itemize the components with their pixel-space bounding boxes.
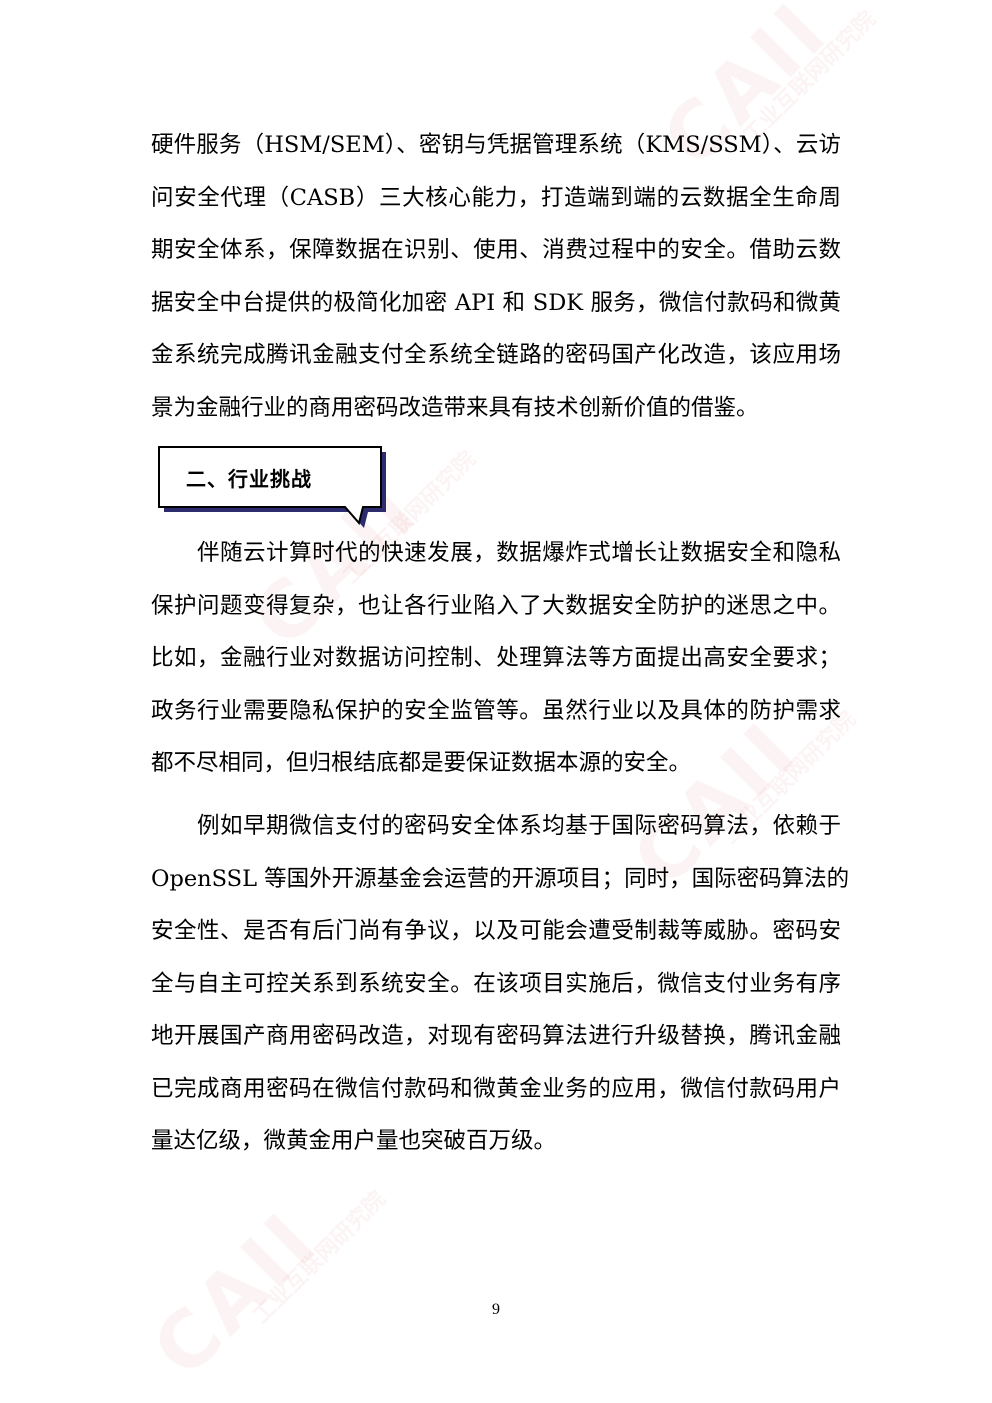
section-heading: 二、行业挑战 xyxy=(186,467,312,491)
text-line: 地开展国产商用密码改造，对现有密码算法进行升级替换，腾讯金融 xyxy=(151,1023,841,1049)
text-line: 景为金融行业的商用密码改造带来具有技术创新价值的借鉴。 xyxy=(151,394,759,421)
section-heading-callout: 二、行业挑战 xyxy=(158,446,388,530)
text-line: 金系统完成腾讯金融支付全系统全链路的密码国产化改造，该应用场 xyxy=(151,342,841,368)
page-number: 9 xyxy=(492,1301,500,1318)
watermark-logo-bottom: CAII xyxy=(136,1195,336,1395)
text-line: 保护问题变得复杂，也让各行业陷入了大数据安全防护的迷思之中。 xyxy=(151,592,841,619)
paragraph-example: 例如早期微信支付的密码安全体系均基于国际密码算法，依赖于 OpenSSL 等国外… xyxy=(151,800,850,1168)
text-line: 政务行业需要隐私保护的安全监管等。虽然行业以及具体的防护需求 xyxy=(151,697,841,724)
text-line: OpenSSL 等国外开源基金会运营的开源项目；同时，国际密码算法的 xyxy=(151,865,850,892)
paragraph-intro: 硬件服务（HSM/SEM）、密钥与凭据管理系统（KMS/SSM）、云访 问安全代… xyxy=(151,119,841,434)
text-line: 都不尽相同，但归根结底都是要保证数据本源的安全。 xyxy=(151,750,692,776)
text-line: 伴随云计算时代的快速发展，数据爆炸式增长让数据安全和隐私 xyxy=(197,540,841,566)
callout-frame-shape xyxy=(158,446,386,528)
text-line: 比如，金融行业对数据访问控制、处理算法等方面提出高安全要求； xyxy=(151,645,841,671)
text-line: 已完成商用密码在微信付款码和微黄金业务的应用，微信付款码用户 xyxy=(151,1075,841,1102)
text-line: 期安全体系，保障数据在识别、使用、消费过程中的安全。借助云数 xyxy=(151,237,841,263)
text-line: 例如早期微信支付的密码安全体系均基于国际密码算法，依赖于 xyxy=(197,813,841,839)
text-line: 全与自主可控关系到系统安全。在该项目实施后，微信支付业务有序 xyxy=(151,970,841,997)
text-line: 量达亿级，微黄金用户量也突破百万级。 xyxy=(151,1128,557,1154)
text-line: 硬件服务（HSM/SEM）、密钥与凭据管理系统（KMS/SSM）、云访 xyxy=(151,132,841,158)
paragraph-challenges: 伴随云计算时代的快速发展，数据爆炸式增长让数据安全和隐私 保护问题变得复杂，也让… xyxy=(151,527,841,790)
text-line: 据安全中台提供的极简化加密 API 和 SDK 服务，微信付款码和微黄 xyxy=(151,289,841,316)
text-line: 安全性、是否有后门尚有争议，以及可能会遭受制裁等威胁。密码安 xyxy=(151,918,841,944)
text-line: 问安全代理（CASB）三大核心能力，打造端到端的云数据全生命周 xyxy=(151,184,841,211)
